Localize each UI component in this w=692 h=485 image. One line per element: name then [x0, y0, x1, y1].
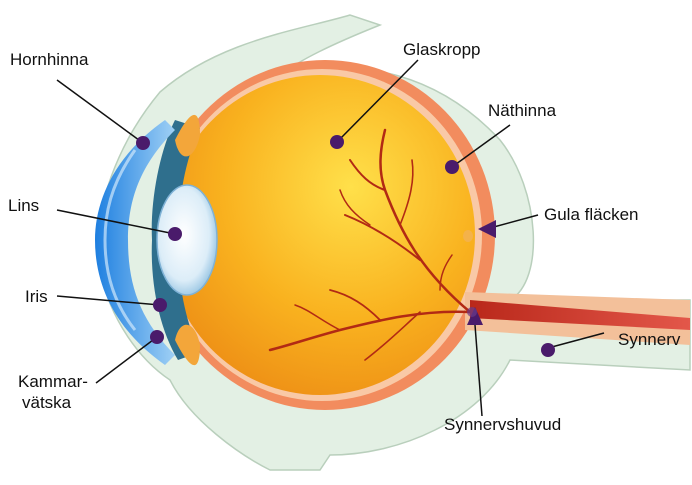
label-kammarvatska-line2: vätska	[22, 393, 71, 413]
marker-nathinna	[445, 160, 459, 174]
marker-glaskropp	[330, 135, 344, 149]
marker-lins	[168, 227, 182, 241]
marker-kammarvatska	[150, 330, 164, 344]
optic-disc	[467, 307, 477, 317]
label-synnervshuvud: Synnervshuvud	[444, 415, 561, 435]
label-hornhinna: Hornhinna	[10, 50, 88, 70]
marker-iris	[153, 298, 167, 312]
label-gula-flacken: Gula fläcken	[544, 205, 639, 225]
lens	[157, 185, 217, 295]
label-glaskropp: Glaskropp	[403, 40, 480, 60]
marker-hornhinna	[136, 136, 150, 150]
label-nathinna: Näthinna	[488, 101, 556, 121]
label-kammarvatska-line1: Kammar-	[18, 372, 88, 392]
label-synnerv: Synnerv	[618, 330, 680, 350]
marker-synnerv	[541, 343, 555, 357]
label-iris: Iris	[25, 287, 48, 307]
label-lins: Lins	[8, 196, 39, 216]
macula	[463, 230, 473, 242]
